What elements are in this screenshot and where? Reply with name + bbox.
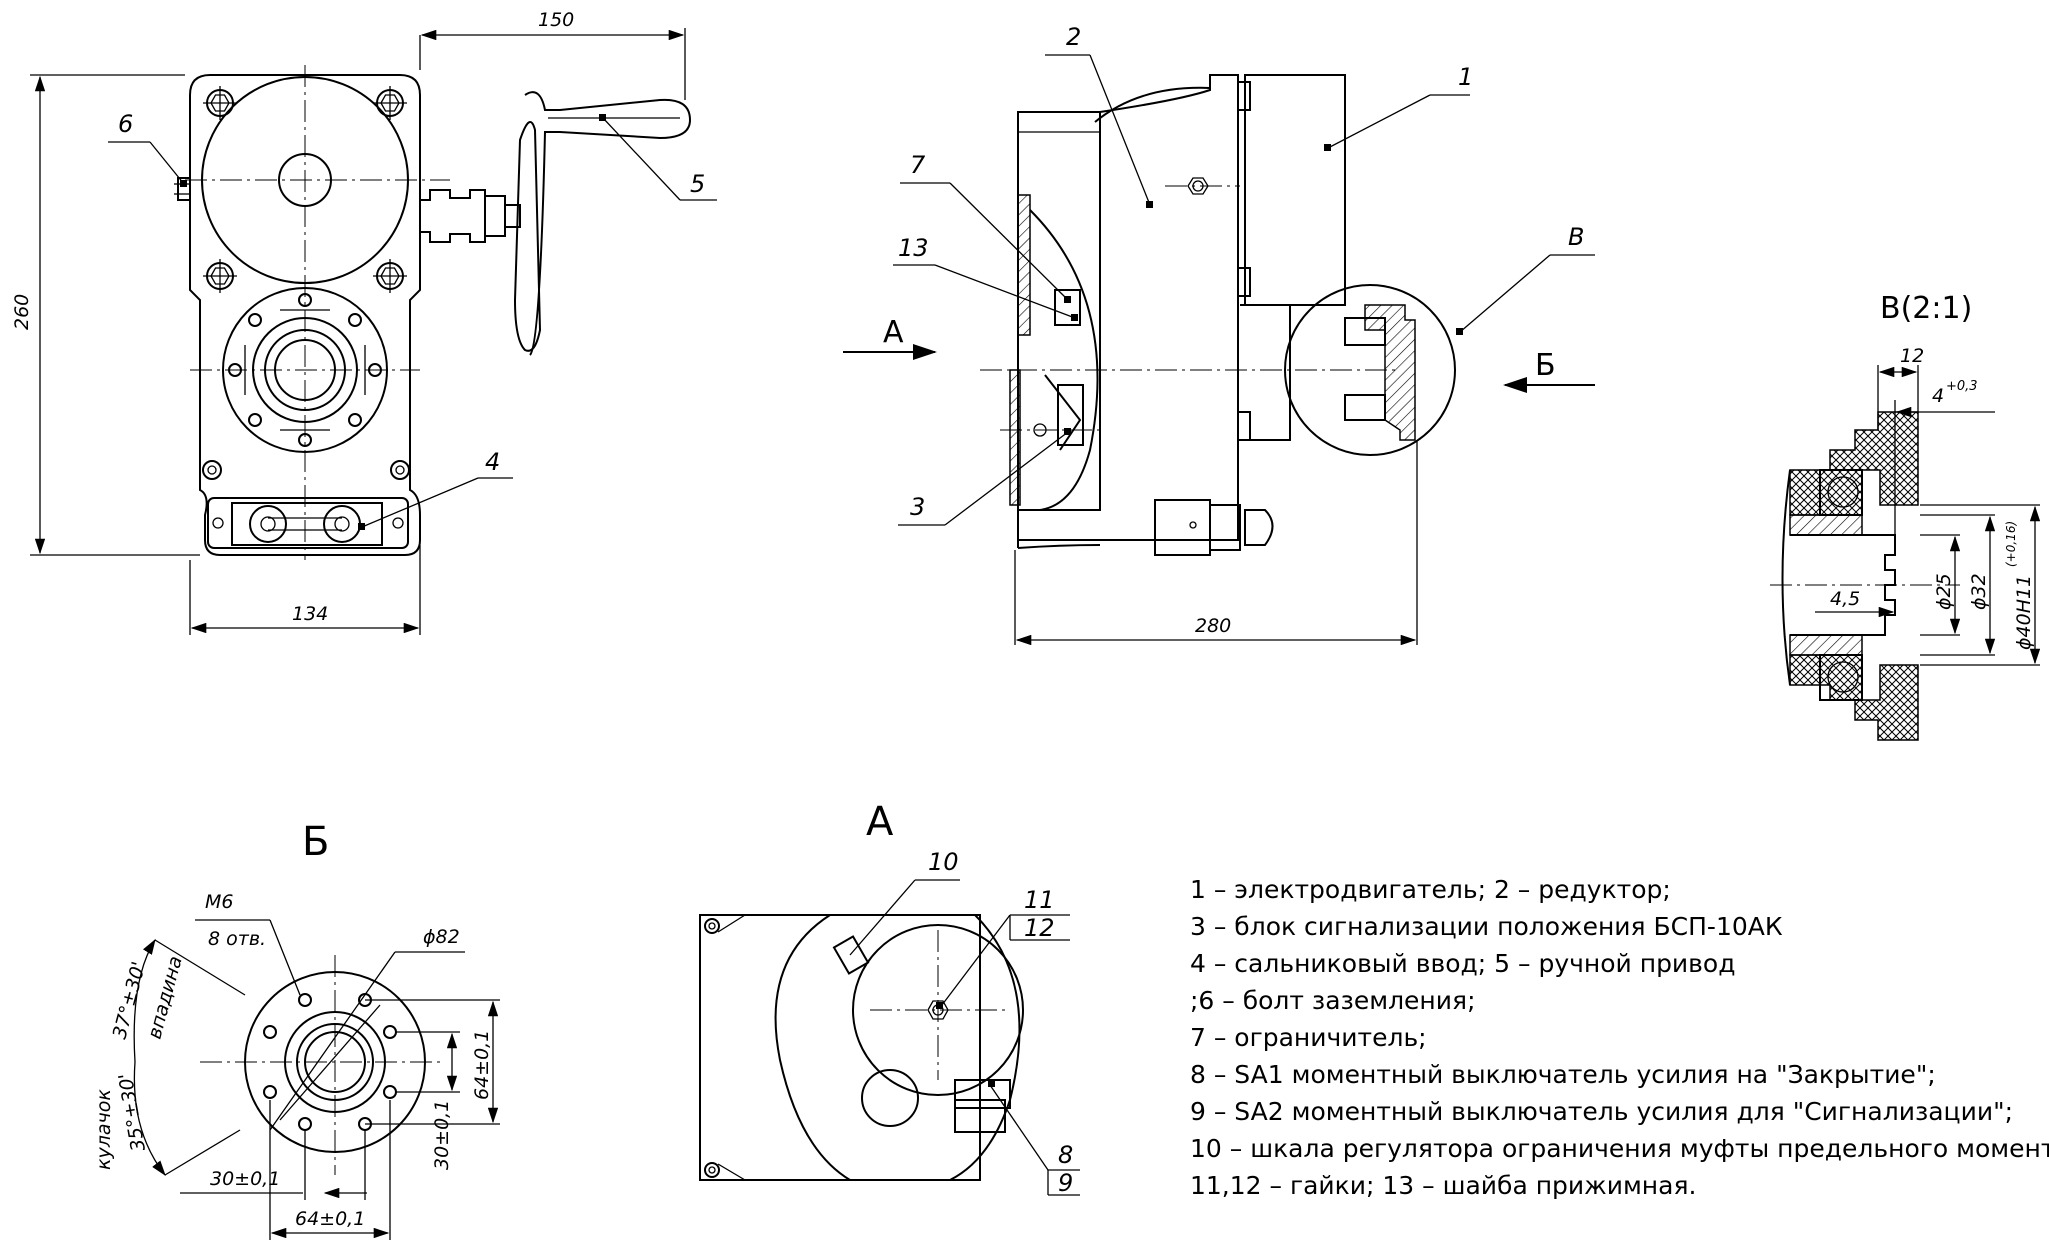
label-kulachok: кулачок [93, 1089, 115, 1170]
dim-30-v: 30±0,1 [431, 1100, 453, 1170]
bolt-bl [203, 259, 237, 293]
bolt-br [373, 259, 407, 293]
dim-4: 4 [1932, 385, 1944, 407]
legend-line-2: 3 – блок сигнализации положения БСП-10АК [1190, 912, 1783, 941]
legend-line-9: 11,12 – гайки; 13 – шайба прижимная. [1190, 1171, 1696, 1200]
dim-82: ϕ82 [423, 926, 460, 948]
view-title-v: В(2:1) [1880, 291, 1972, 326]
legend-line-6: 8 – SA1 моментный выключатель усилия на … [1190, 1060, 1936, 1089]
dim-30-h: 30±0,1 [210, 1168, 280, 1190]
dim-280: 280 [1195, 615, 1231, 637]
legend-line-1: 1 – электродвигатель; 2 – редуктор; [1190, 875, 1671, 904]
label-vpadina: впадина [144, 954, 187, 1042]
callout-8: 8 [1058, 1141, 1073, 1169]
dim-12: 12 [1900, 345, 1924, 367]
angle-37: 37°±30' [109, 959, 151, 1041]
callout-5: 5 [690, 170, 705, 198]
bolt-tr [373, 86, 407, 120]
view-title-a: А [866, 799, 894, 845]
callout-9: 9 [1058, 1169, 1073, 1197]
callout-6: 6 [118, 110, 133, 138]
callout-v: В [1568, 223, 1584, 251]
dim-m6: M6 [205, 891, 233, 913]
front-view: 150 260 134 6 5 4 [11, 9, 717, 635]
arrow-label-b: Б [1535, 348, 1556, 383]
callout-12: 12 [1024, 914, 1055, 942]
dim-260: 260 [11, 294, 33, 330]
dim-holes: 8 отв. [208, 928, 266, 950]
dim-40: ϕ40H11 [2013, 575, 2035, 650]
flange-holes [228, 293, 382, 447]
view-a: А 10 11 12 8 9 [699, 799, 1080, 1197]
callout-11: 11 [1024, 886, 1055, 914]
view-title-b: Б [302, 819, 329, 865]
legend-line-3: 4 – сальниковый ввод; 5 – ручной привод [1190, 949, 1736, 978]
view-b: Б 64±0,1 30±0,1 30±0,1 64±0,1 [93, 819, 500, 1240]
dim-32: ϕ32 [1968, 573, 1990, 610]
dim-4-5: 4,5 [1830, 588, 1860, 610]
dim-25: ϕ25 [1933, 573, 1955, 610]
legend-line-4: ;6 – болт заземления; [1190, 986, 1476, 1015]
callout-3: 3 [910, 493, 925, 521]
legend-line-8: 10 – шкала регулятора ограничения муфты … [1190, 1134, 2049, 1163]
dim-4-tol: +0,3 [1946, 379, 1978, 394]
callout-7: 7 [910, 151, 926, 179]
callout-4: 4 [485, 448, 500, 476]
callout-1: 1 [1458, 63, 1473, 91]
dim-40-tol: (+0,16) [2004, 521, 2018, 567]
bolt-tl [203, 86, 237, 120]
side-view: 280 А Б 2 1 7 13 3 В [843, 23, 1595, 646]
dim-134: 134 [292, 603, 328, 625]
dim-64-h: 64±0,1 [295, 1208, 365, 1230]
angle-35: 35°±30' [115, 1071, 150, 1153]
callout-2: 2 [1066, 23, 1081, 51]
legend: 1 – электродвигатель; 2 – редуктор; 3 – … [1190, 875, 2049, 1200]
dim-150: 150 [538, 9, 574, 31]
dim-64-v: 64±0,1 [471, 1030, 493, 1100]
callout-13: 13 [898, 234, 929, 262]
legend-line-5: 7 – ограничитель; [1190, 1023, 1427, 1052]
legend-line-7: 9 – SA2 моментный выключатель усилия для… [1190, 1097, 2013, 1126]
detail-v: В(2:1) 12 4 +0,3 4,5 ϕ25 ϕ32 ϕ40H11 [1770, 291, 2041, 741]
arrow-label-a: А [883, 315, 904, 350]
callout-10: 10 [928, 848, 959, 876]
